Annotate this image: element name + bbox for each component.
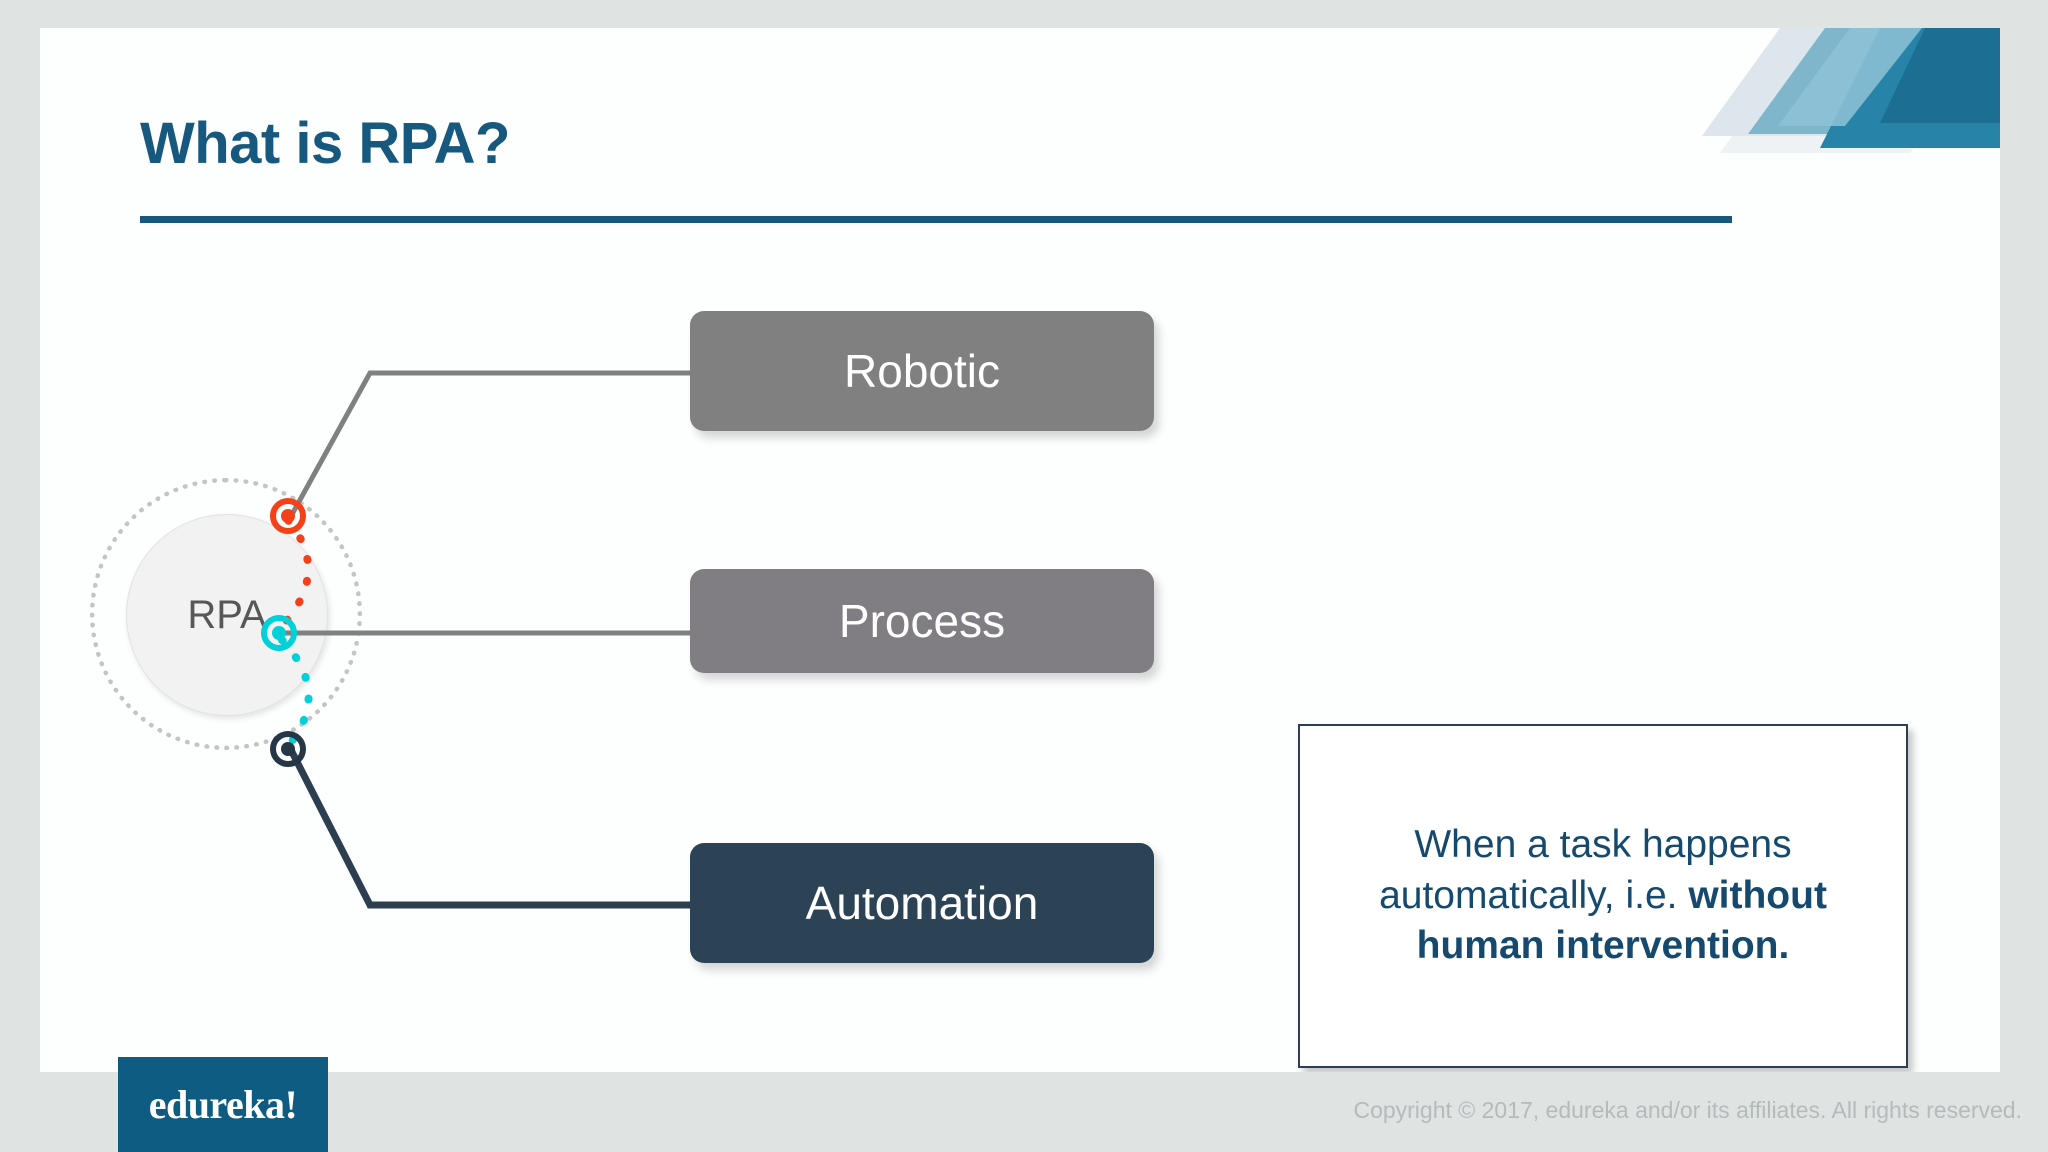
rpa-hub: RPA — [90, 478, 370, 758]
slide-canvas: What is RPA? RPA — [40, 28, 2000, 1072]
corner-decoration-graphic — [1660, 28, 2000, 228]
pillar-label-automation: Automation — [805, 877, 1039, 929]
footer-band — [0, 1072, 2048, 1152]
hub-circle: RPA — [126, 514, 328, 716]
pillar-label-process: Process — [838, 595, 1006, 647]
copyright-notice: Copyright © 2017, edureka and/or its aff… — [1353, 1097, 2022, 1123]
page-title: What is RPA? — [140, 111, 510, 176]
edureka-logo-text: edureka! — [148, 1082, 298, 1127]
hub-label: RPA — [187, 592, 267, 637]
definition-callout-text: When a task happens automatically, i.e. … — [1353, 820, 1853, 972]
corner-band-light — [1702, 28, 1960, 136]
callout-text-plain: When a task happens automatically, i.e. — [1379, 822, 1792, 917]
pillar-label-robotic: Robotic — [844, 345, 1000, 397]
callout-text-bold: without human intervention. — [1416, 873, 1827, 968]
corner-band-accent — [1778, 28, 1922, 126]
pillar-box-process[interactable]: Process — [690, 569, 1154, 673]
pillar-box-automation[interactable]: Automation — [690, 843, 1154, 963]
corner-band-darkest — [1880, 28, 2000, 123]
edureka-logo[interactable]: edureka! — [118, 1057, 328, 1152]
pillar-box-robotic[interactable]: Robotic — [690, 311, 1154, 431]
corner-band-lightest — [1720, 28, 2000, 153]
corner-band-mid — [1748, 28, 2000, 134]
corner-band-dark — [1820, 28, 2000, 148]
connector-line-automation — [286, 746, 692, 909]
corner-decoration-svg — [1702, 28, 2000, 153]
definition-callout-box: When a task happens automatically, i.e. … — [1298, 724, 1908, 1068]
title-underline-rule — [140, 216, 1732, 223]
hub-dotted-ring — [90, 478, 362, 750]
